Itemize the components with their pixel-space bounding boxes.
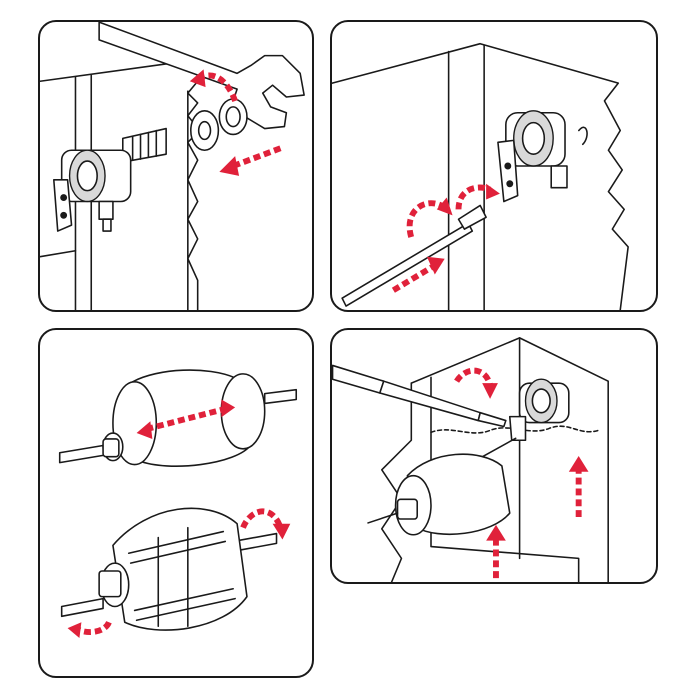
step-4-illustration (332, 337, 609, 582)
panel-step-1 (38, 20, 314, 312)
step-1-illustration (40, 22, 305, 310)
washer-icon (189, 110, 220, 152)
slide-arrow (136, 399, 236, 439)
rotate-arrow (454, 367, 498, 399)
tank-wall (332, 42, 629, 310)
panel-step-4 (330, 328, 658, 584)
water-rise-arrow (486, 456, 589, 579)
panel-step-3 (38, 328, 314, 678)
fill-valve-icon (53, 149, 132, 232)
pull-arrow (67, 620, 112, 639)
push-arrow (219, 145, 282, 176)
nut-icon (218, 98, 248, 136)
rotate-arrow (189, 69, 238, 103)
float-icon (367, 437, 517, 536)
panel-step-2 (330, 20, 658, 312)
fill-valve-icon (508, 378, 570, 442)
rotate-arrow (406, 183, 500, 238)
rotate-arrow (240, 508, 291, 540)
rod-icon (341, 204, 487, 307)
screwdriver-icon (332, 364, 507, 428)
step-3-illustration (58, 369, 298, 639)
float-icon (60, 507, 278, 631)
fill-valve-icon (497, 110, 588, 203)
insert-arrow (391, 256, 445, 293)
step-2-illustration (332, 42, 629, 310)
